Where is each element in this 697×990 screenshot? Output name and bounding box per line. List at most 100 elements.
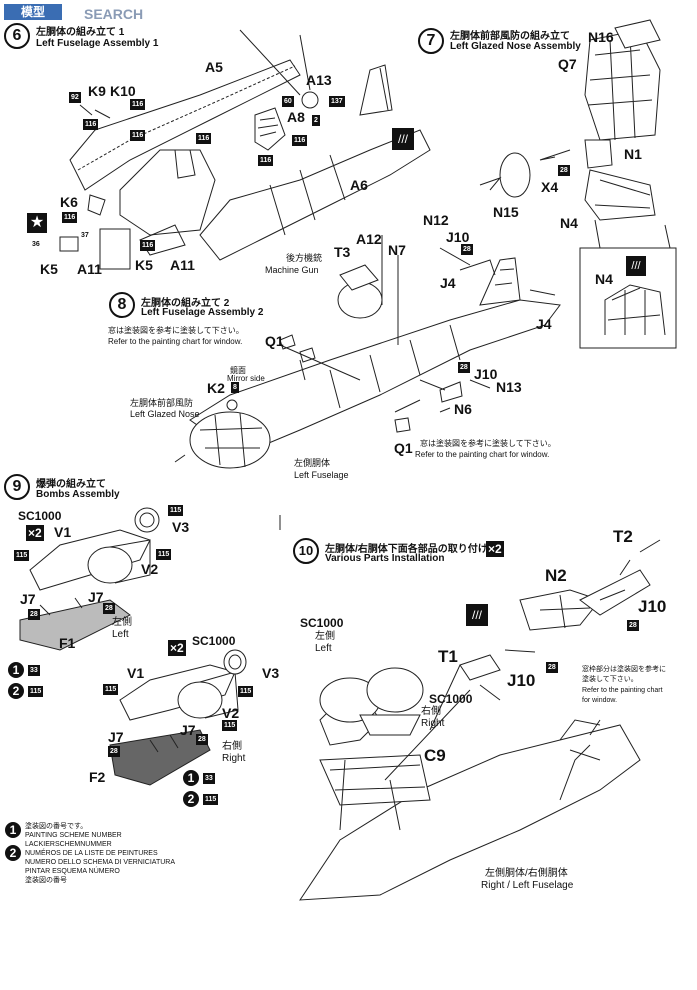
part-Q7: Q7 [558,56,577,72]
part-J7-a: J7 [20,591,36,607]
legend-line-3: NUMÉROS DE LA LISTE DE PEINTURES [25,850,158,857]
rl-fuselage-en: Right / Left Fuselage [481,880,574,891]
step-10-window-note-en-2: for window. [582,697,618,704]
legend-jp-2: 塗装図の番号 [25,877,67,884]
part-V2-b: V2 [222,705,240,721]
code-115-g: 115 [222,720,238,731]
step-10-title-en: Various Parts Installation [325,553,445,564]
part-V1-a: V1 [54,524,72,540]
multiplier-x2-b: ×2 [168,640,186,656]
part-N16: N16 [588,29,614,45]
label-SC1000-d: SC1000 [429,692,473,706]
part-A6: A6 [350,177,368,193]
mirror-en: Mirror side [227,374,265,383]
scheme-1-b: 1 [183,770,199,786]
part-V1-b: V1 [127,665,145,681]
left-glazed-nose-en: Left Glazed Nose [130,409,200,419]
part-N13: N13 [496,379,522,395]
left2-label-jp: 左側 [315,631,335,642]
part-K6: K6 [60,194,78,210]
right-label-en: Right [222,753,246,764]
code-116-e: 116 [292,135,308,146]
multiplier-x2-a: ×2 [26,525,44,541]
code-115-e: 115 [103,684,119,695]
label-SC1000-c: SC1000 [300,616,344,630]
code-28-e: 28 [103,603,115,614]
watermark-text: SEARCH [84,6,144,22]
cement-icon-10: /// [466,604,488,626]
part-J10-a: J10 [446,229,470,245]
code-116-b: 116 [83,119,99,130]
left-fuselage-jp: 左側胴体 [294,458,331,468]
code-37: 37 [79,230,91,241]
scheme-1-a: 1 [8,662,24,678]
part-C9: C9 [424,746,446,765]
legend-jp: 塗装図の番号です。 [25,823,88,830]
step-8-window-note-jp-2: 窓は塗装図を参考に塗装して下さい。 [420,439,556,448]
step-7-title-jp: 左胴体前部風防の組み立て [450,31,570,42]
step-8-title-jp: 左胴体の組み立て 2 [141,298,230,309]
scheme-2-a: 2 [8,683,24,699]
code-115-b: 115 [14,550,30,561]
legend-line-4: NUMERO DELLO SCHEMA DI VERNICIATURA [25,859,176,866]
step-6-number: 6 [4,23,30,49]
part-N4-b: N4 [595,271,613,287]
part-A11-a: A11 [77,261,102,277]
part-T2: T2 [613,527,633,546]
legend-line-1: PAINTING SCHEME NUMBER [25,832,122,839]
part-K5-a: K5 [40,261,58,277]
part-A8: A8 [287,109,305,125]
step-7-number: 7 [418,28,444,54]
part-N7: N7 [388,242,406,258]
code-116-f: 116 [258,155,274,166]
part-T1: T1 [438,647,458,666]
step-8-window-note-jp: 窓は塗装図を参考に塗装して下さい。 [108,326,244,335]
part-K10: K10 [110,83,136,99]
part-V3-b: V3 [262,665,280,681]
part-K9: K9 [88,83,106,99]
code-115-h: 115 [203,794,219,805]
step-9-title-jp: 爆弾の組み立て [36,479,106,490]
watermark-logo: 模型 [4,4,62,20]
code-60: 60 [282,96,294,107]
machine-gun-en: Machine Gun [265,265,319,275]
code-28-g: 28 [196,734,208,745]
step-6-title-en: Left Fuselage Assembly 1 [36,38,159,49]
code-137: 137 [329,96,345,107]
code-116-g: 116 [62,212,78,223]
step-8-window-note-en: Refer to the painting chart for window. [108,337,243,346]
star-icon: ★ [27,213,47,233]
step-10-title-jp: 左胴体/右胴体下面各部品の取り付け [325,544,488,555]
code-92: 92 [69,92,81,103]
step-8-window-note-en-2: Refer to the painting chart for window. [415,450,550,459]
step-9-title-en: Bombs Assembly [36,489,120,500]
cement-icon: /// [392,128,414,150]
code-115-a: 115 [168,505,184,516]
left-glazed-nose-jp: 左胴体前部風防 [130,398,194,408]
label-SC1000-a: SC1000 [18,509,62,523]
part-A12: A12 [356,231,382,247]
legend-scheme-1: 1 [5,822,21,838]
code-115-c: 115 [156,549,172,560]
code-2: 2 [312,115,320,126]
part-J10-c: J10 [638,597,667,616]
code-28-h: 28 [627,620,639,631]
code-28-d: 28 [28,609,40,620]
step-8-number: 8 [109,292,135,318]
code-33-a: 33 [28,665,40,676]
step-10-window-note-en-1: Refer to the painting chart [582,687,663,694]
part-X4: X4 [541,179,559,195]
code-115-f: 115 [238,686,254,697]
code-33-b: 33 [203,773,215,784]
part-F2: F2 [89,769,106,785]
legend-line-5: PINTAR ESQUEMA NÚMERO [25,868,120,875]
left-label-jp: 左側 [112,617,132,628]
code-115-d: 115 [28,686,44,697]
part-J4-a: J4 [440,275,456,291]
part-N12: N12 [423,212,449,228]
part-Q1-a: Q1 [265,333,284,349]
scheme-2-b: 2 [183,791,199,807]
part-J7-c: J7 [108,729,124,745]
part-N1: N1 [624,146,642,162]
